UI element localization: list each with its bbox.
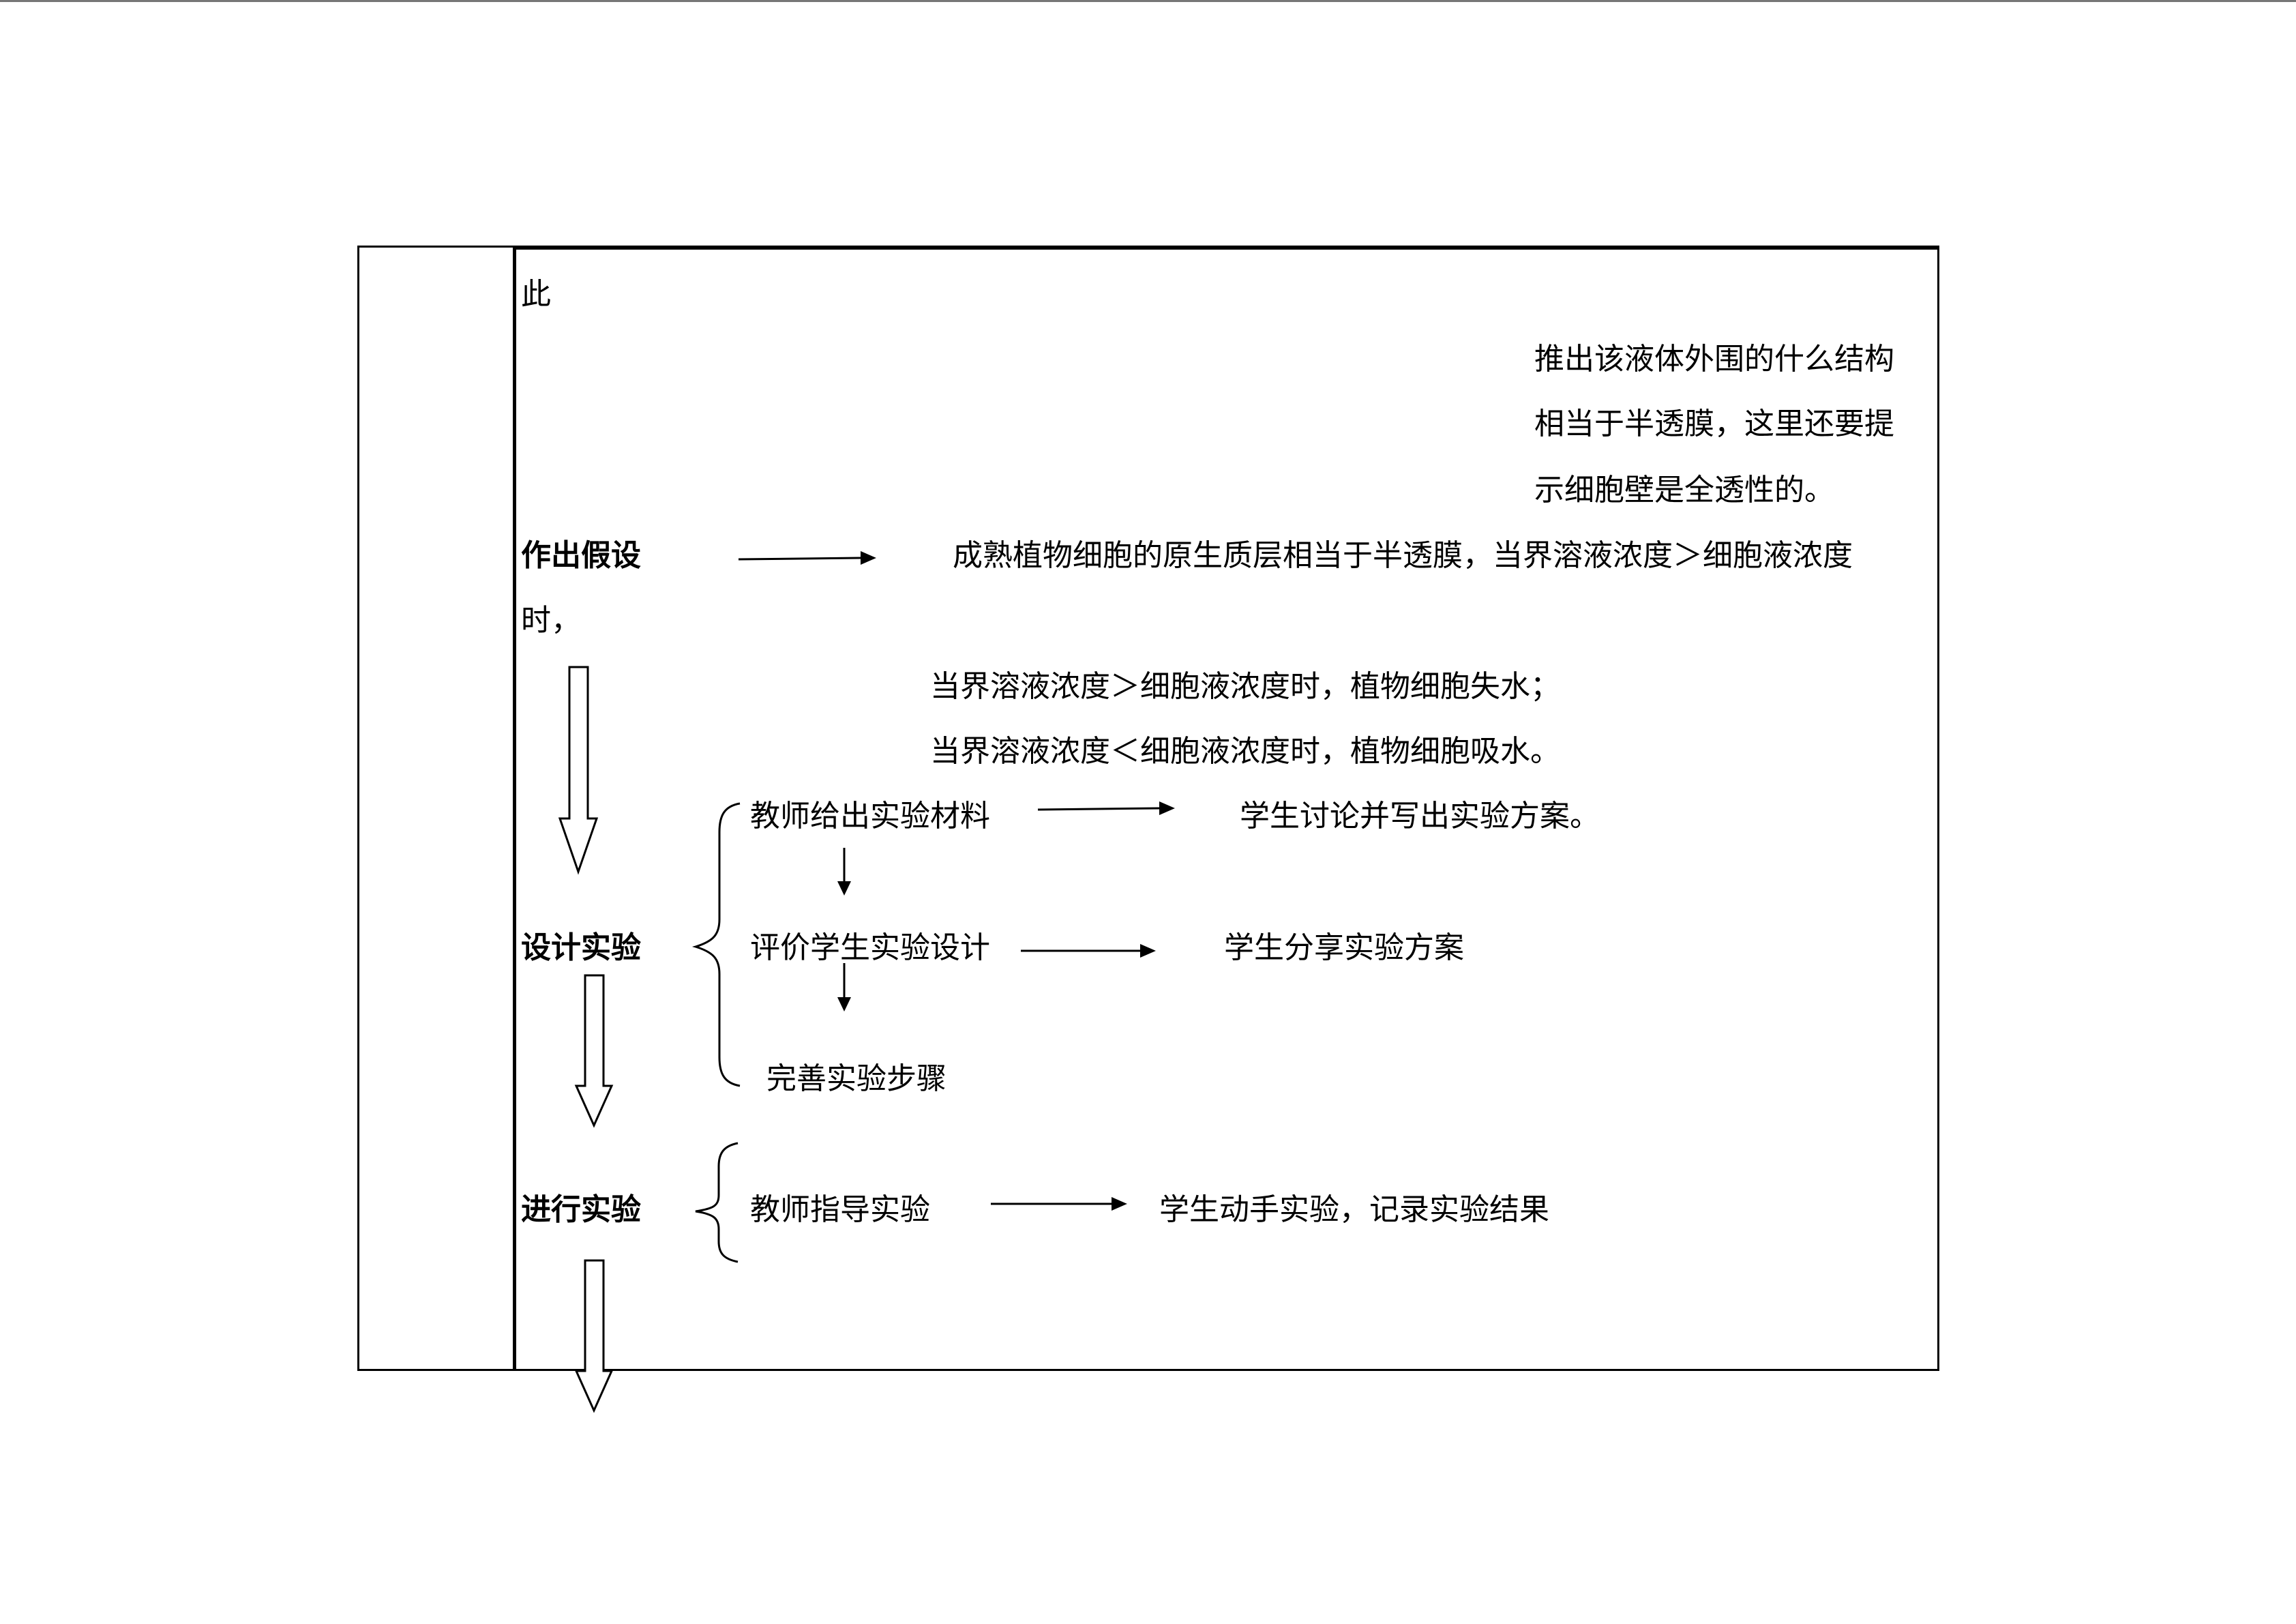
hypothesis-label: 作出假设 <box>521 538 641 573</box>
table-cell-top-border <box>513 246 1939 250</box>
student-share-text: 学生分享实验方案 <box>1224 930 1464 965</box>
note-line-2: 相当于半透膜，这里还要提 <box>1534 407 1894 441</box>
fragment-text: 此 <box>521 277 551 312</box>
hypothesis-statement: 成熟植物细胞的原生质层相当于半透膜，当界溶液浓度＞细胞液浓度 <box>953 538 1853 573</box>
student-experiment-text: 学生动手实验，记录实验结果 <box>1159 1192 1549 1227</box>
note-line-3: 示细胞壁是全透性的。 <box>1534 473 1834 507</box>
note-line-1: 推出该液体外围的什么结构 <box>1534 342 1894 377</box>
hypothesis-conclusion-water-gain: 当界溶液浓度＜细胞液浓度时，植物细胞吸水。 <box>930 734 1560 769</box>
design-label: 设计实验 <box>521 930 641 965</box>
conduct-label: 进行实验 <box>521 1192 641 1227</box>
refine-steps-text: 完善实验步骤 <box>766 1061 946 1096</box>
student-plan-text: 学生讨论并写出实验方案。 <box>1240 799 1600 833</box>
table-column-divider <box>513 246 516 1371</box>
hypothesis-statement-continued: 时， <box>521 603 581 638</box>
teacher-materials-text: 教师给出实验材料 <box>750 799 990 833</box>
hypothesis-conclusion-water-loss: 当界溶液浓度＞细胞液浓度时，植物细胞失水； <box>930 669 1560 704</box>
evaluate-design-text: 评价学生实验设计 <box>750 930 990 965</box>
teacher-guide-text: 教师指导实验 <box>750 1192 930 1227</box>
page-top-rule <box>0 0 2296 2</box>
